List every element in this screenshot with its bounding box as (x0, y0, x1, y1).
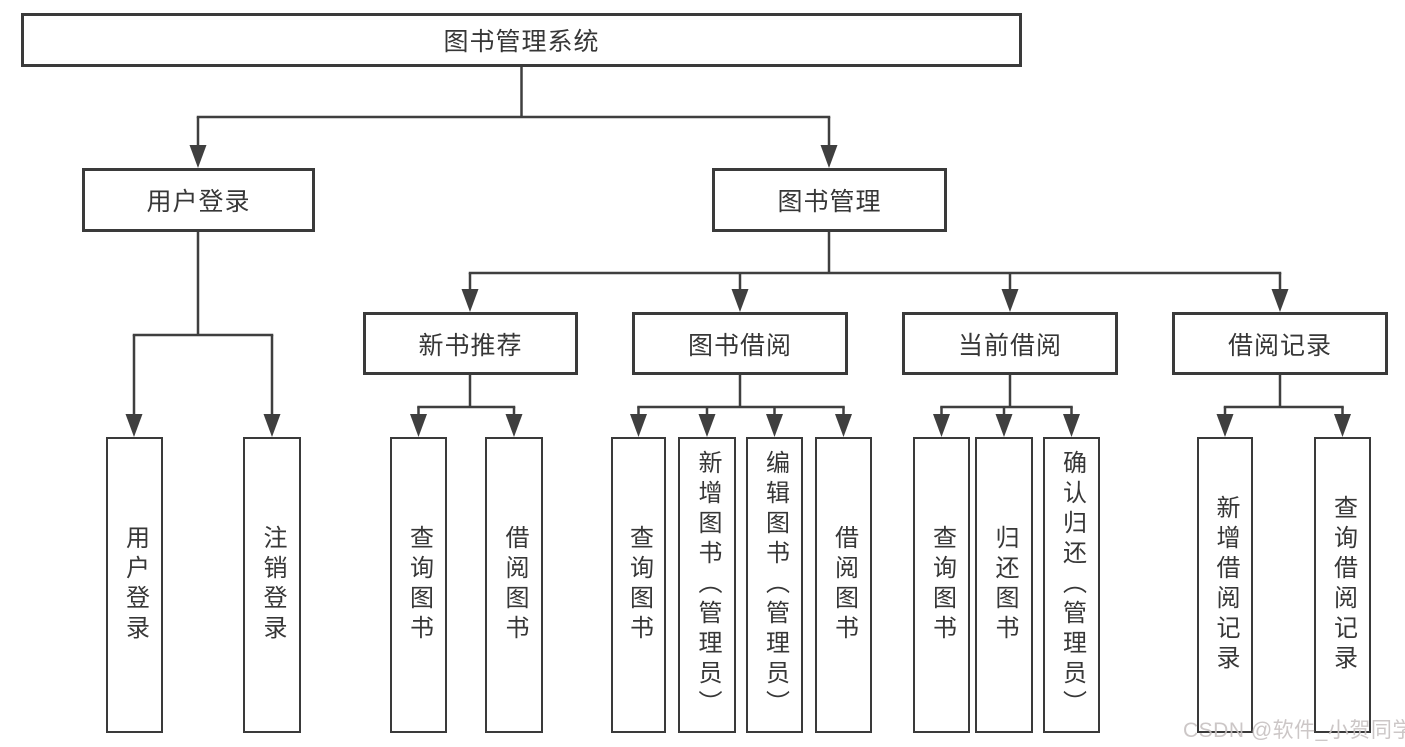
node-borrowing-records: 借阅记录 (1172, 312, 1388, 375)
node-leaf-user-login: 用户登录 (106, 437, 163, 733)
connector-borrowing-records-children (1216, 375, 1351, 437)
connector-book-borrowing-children (630, 375, 852, 437)
node-leaf-records-add-record: 新增借阅记录 (1197, 437, 1253, 733)
node-leaf-borrowing-query-books: 查询图书 (611, 437, 666, 733)
csdn-watermark: CSDN @软件_小贺同学 (1183, 719, 1405, 742)
node-leaf-recommend-borrow-books: 借阅图书 (485, 437, 543, 733)
node-book-management: 图书管理 (712, 168, 947, 232)
connector-new-book-recommendation-children (410, 375, 523, 437)
connector-user-login-children (125, 232, 281, 437)
node-leaf-borrowing-add-books-admin: 新增图书（管理员） (678, 437, 736, 733)
node-current-borrowing: 当前借阅 (902, 312, 1118, 375)
node-leaf-recommend-query-books: 查询图书 (390, 437, 447, 733)
connector-current-borrowing-children (933, 375, 1080, 437)
node-book-borrowing: 图书借阅 (632, 312, 848, 375)
node-leaf-borrowing-edit-books-admin: 编辑图书（管理员） (746, 437, 803, 733)
node-leaf-logout: 注销登录 (243, 437, 301, 733)
node-root-library-management-system: 图书管理系统 (21, 13, 1022, 67)
node-leaf-current-query-books: 查询图书 (913, 437, 970, 733)
node-new-book-recommendation: 新书推荐 (363, 312, 578, 375)
connector-book-management-children (461, 232, 1289, 312)
connector-root-to-level1 (189, 67, 838, 168)
node-leaf-records-query-record: 查询借阅记录 (1314, 437, 1371, 733)
node-leaf-borrowing-borrow-books: 借阅图书 (815, 437, 872, 733)
node-leaf-current-return-books: 归还图书 (975, 437, 1033, 733)
node-leaf-current-confirm-return-admin: 确认归还（管理员） (1043, 437, 1100, 733)
node-user-login: 用户登录 (82, 168, 315, 232)
